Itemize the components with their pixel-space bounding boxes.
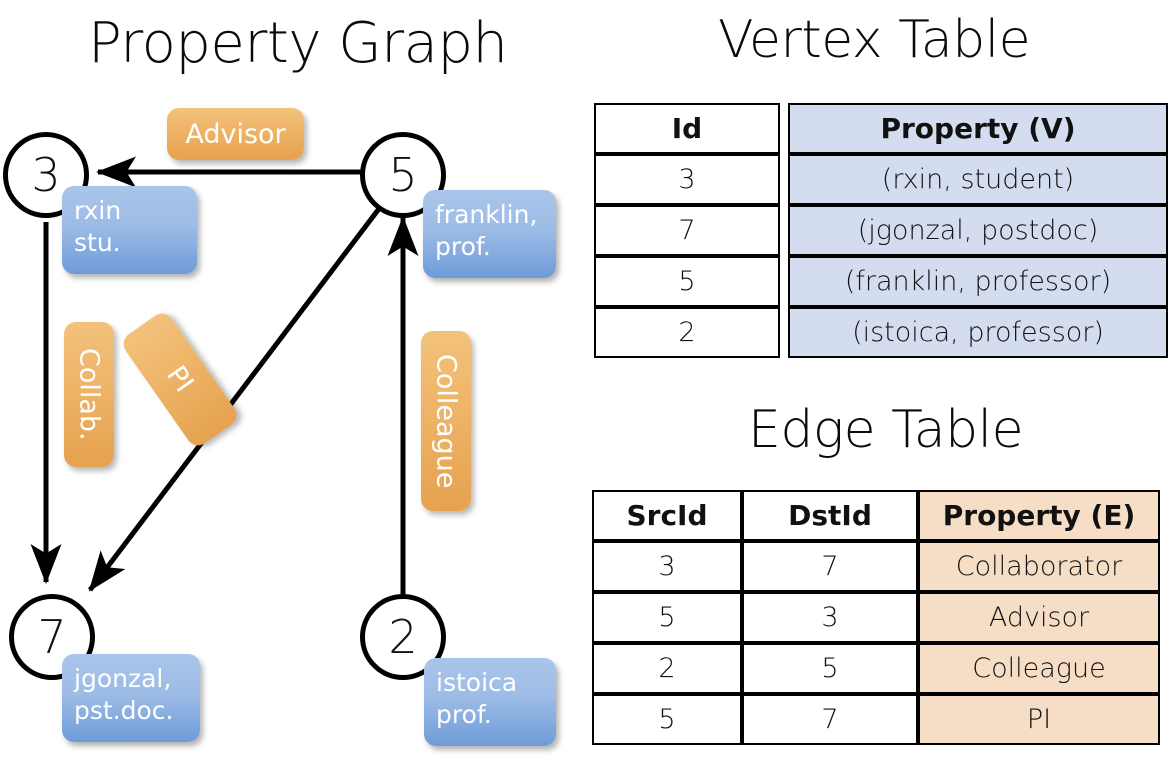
column-gap	[780, 256, 788, 307]
vertex-cell-property: (rxin, student)	[788, 154, 1168, 205]
table-row: 7 (jgonzal, postdoc)	[594, 205, 1168, 256]
page-title-edge-table: Edge Table	[748, 400, 1024, 460]
node-property-franklin-line1: franklin,	[435, 200, 538, 229]
edge-cell-srcid: 5	[592, 592, 742, 643]
table-row: 5 (franklin, professor)	[594, 256, 1168, 307]
edge-label-colleague: Colleague	[421, 331, 471, 511]
vertex-header-id: Id	[594, 103, 780, 154]
column-gap	[780, 103, 788, 154]
edge-header-property: Property (E)	[918, 490, 1160, 541]
edge-cell-dstid: 7	[742, 541, 918, 592]
page-title-vertex-table: Vertex Table	[718, 10, 1031, 70]
table-header-row: SrcId DstId Property (E)	[592, 490, 1160, 541]
node-property-rxin: rxin stu.	[62, 186, 197, 274]
graph-node-2[interactable]: 2	[360, 594, 446, 680]
vertex-cell-id: 7	[594, 205, 780, 256]
property-graph-diagram: 3 5 7 2 rxin stu. franklin, prof. jgonza…	[3, 108, 556, 746]
node-property-rxin-line2: stu.	[74, 228, 121, 257]
vertex-cell-id: 2	[594, 307, 780, 358]
node-property-istoica: istoica prof.	[424, 658, 556, 746]
vertex-table: Id Property (V) 3 (rxin, student) 7 (jgo…	[594, 103, 1168, 358]
vertex-cell-id: 3	[594, 154, 780, 205]
node-property-rxin-line1: rxin	[74, 196, 122, 225]
column-gap	[780, 307, 788, 358]
vertex-cell-id: 5	[594, 256, 780, 307]
node-property-franklin-line2: prof.	[435, 232, 491, 261]
edge-5-to-7	[88, 204, 383, 592]
edge-cell-dstid: 5	[742, 643, 918, 694]
edge-label-pi-text: PI	[160, 360, 200, 399]
vertex-cell-property: (franklin, professor)	[788, 256, 1168, 307]
edge-table: SrcId DstId Property (E) 3 7 Collaborato…	[592, 490, 1160, 745]
edge-cell-srcid: 2	[592, 643, 742, 694]
node-property-franklin: franklin, prof.	[423, 190, 556, 278]
node-property-jgonzal-line2: pst.doc.	[74, 696, 174, 725]
table-row: 5 3 Advisor	[592, 592, 1160, 643]
edge-cell-dstid: 7	[742, 694, 918, 745]
graph-node-5[interactable]: 5	[360, 132, 446, 218]
column-gap	[780, 205, 788, 256]
graph-edges-svg	[30, 156, 419, 608]
table-row: 5 7 PI	[592, 694, 1160, 745]
table-row: 3 (rxin, student)	[594, 154, 1168, 205]
node-property-jgonzal-line1: jgonzal,	[74, 664, 172, 693]
edge-header-srcid: SrcId	[592, 490, 742, 541]
edge-label-collab: Collab.	[64, 322, 114, 467]
table-row: 2 5 Colleague	[592, 643, 1160, 694]
table-header-row: Id Property (V)	[594, 103, 1168, 154]
edge-cell-property: PI	[918, 694, 1160, 745]
edge-label-colleague-text: Colleague	[430, 353, 462, 489]
edge-label-advisor: Advisor	[167, 108, 304, 160]
edge-header-dstid: DstId	[742, 490, 918, 541]
vertex-header-property: Property (V)	[788, 103, 1168, 154]
edge-cell-property: Colleague	[918, 643, 1160, 694]
edge-cell-dstid: 3	[742, 592, 918, 643]
table-row: 2 (istoica, professor)	[594, 307, 1168, 358]
node-property-istoica-line2: prof.	[436, 700, 492, 729]
edge-cell-property: Collaborator	[918, 541, 1160, 592]
edge-label-collab-text: Collab.	[73, 348, 105, 441]
table-row: 3 7 Collaborator	[592, 541, 1160, 592]
edge-cell-srcid: 3	[592, 541, 742, 592]
node-property-jgonzal: jgonzal, pst.doc.	[62, 654, 200, 742]
edge-cell-srcid: 5	[592, 694, 742, 745]
column-gap	[780, 154, 788, 205]
page-title-property-graph: Property Graph	[88, 11, 508, 76]
vertex-cell-property: (istoica, professor)	[788, 307, 1168, 358]
edge-cell-property: Advisor	[918, 592, 1160, 643]
vertex-cell-property: (jgonzal, postdoc)	[788, 205, 1168, 256]
node-property-istoica-line1: istoica	[436, 668, 518, 697]
